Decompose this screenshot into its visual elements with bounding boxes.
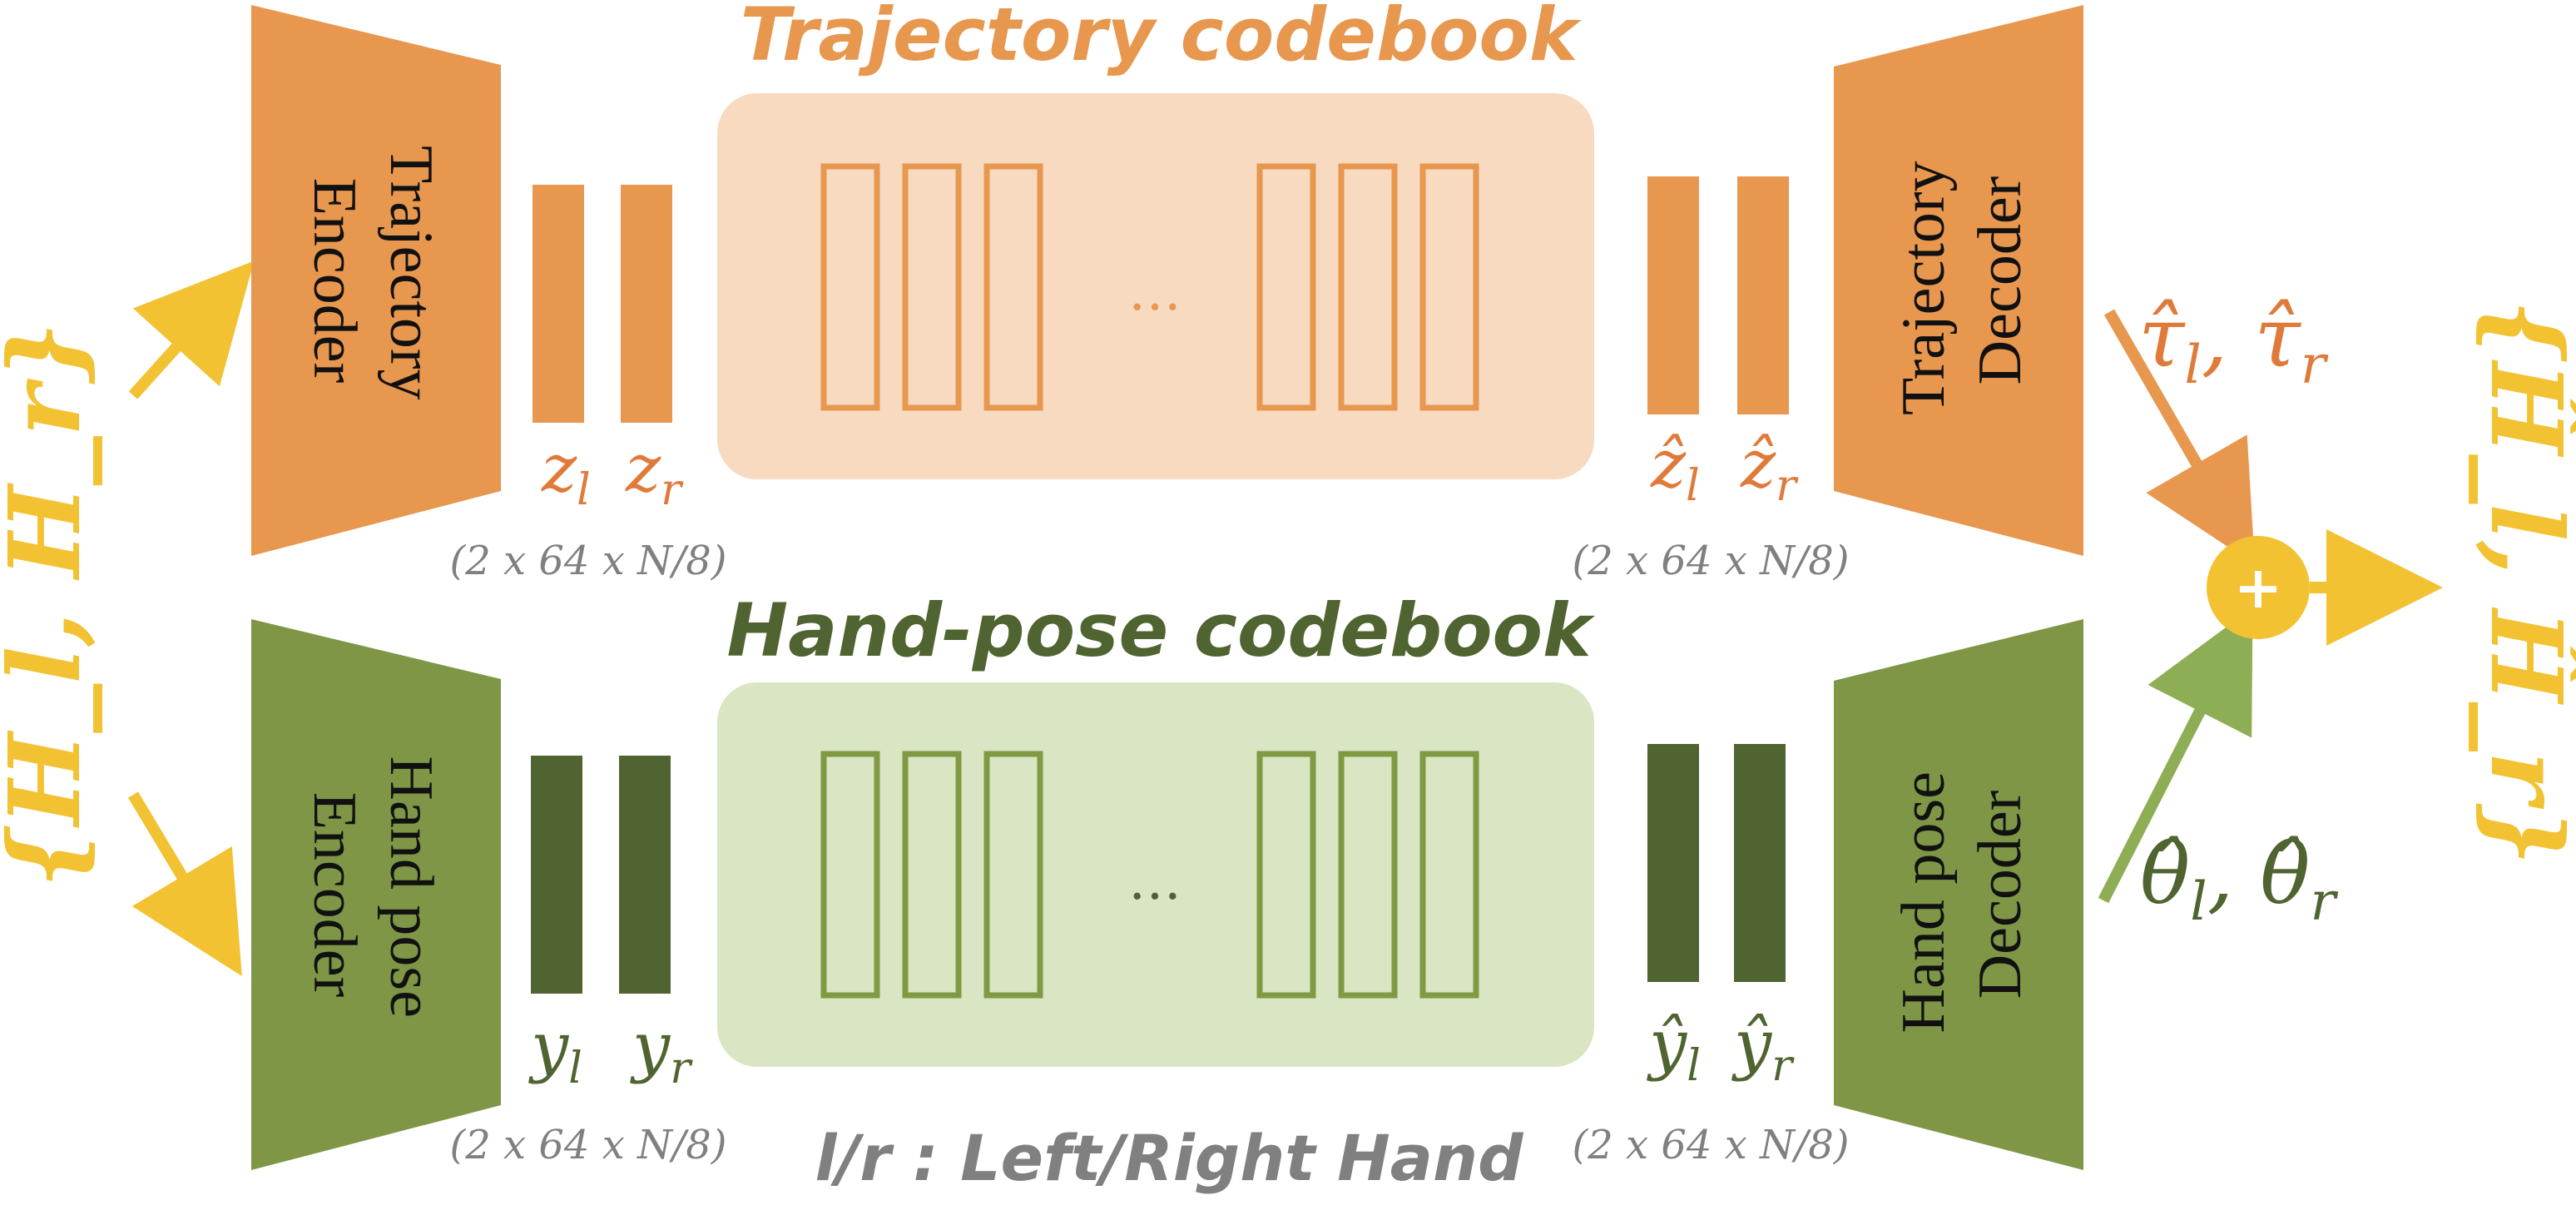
handpose-codebook	[717, 682, 1594, 1067]
input-arrow-trajectory	[128, 260, 255, 399]
handpose-latent-bar-left	[531, 756, 582, 994]
codebook-slot	[983, 163, 1043, 411]
handpose-codebook-ellipsis: …	[1128, 850, 1181, 912]
handpose-codebook-slots	[820, 751, 1479, 999]
handpose-dim-in: (2 x 64 x N/8)	[450, 1122, 727, 1168]
trajectory-output-label: τ̂l, τ̂r	[2138, 289, 2329, 396]
trajectory-dim-out: (2 x 64 x N/8)	[1573, 538, 1850, 584]
codebook-slot	[1419, 163, 1479, 411]
handpose-quantized-bar-right	[1734, 744, 1786, 982]
codebook-slot	[902, 163, 962, 411]
output-label: {Ĥ_l, Ĥ_r}	[2469, 299, 2576, 866]
trajectory-decoder-label: Trajectory Decoder	[1890, 146, 2034, 415]
trajectory-decoder	[1834, 5, 2083, 556]
trajectory-quantized-right-label: ẑr	[1740, 425, 1799, 511]
trajectory-quantized-bar-right	[1737, 176, 1789, 414]
trajectory-quantized-bar-left	[1647, 176, 1699, 414]
trajectory-quantized-left-label: ẑl	[1650, 425, 1700, 511]
handpose-encoder-label: Hand pose Encoder	[300, 756, 445, 1034]
sum-symbol: +	[2234, 553, 2283, 622]
codebook-slot	[902, 751, 962, 999]
handpose-quantized-left-label: ŷl	[1647, 1005, 1701, 1091]
codebook-slot	[1256, 751, 1316, 999]
sum-node	[2207, 536, 2310, 639]
handpose-quantized-bar-left	[1647, 744, 1699, 982]
trajectory-latent-left-label: zl	[541, 429, 591, 515]
trajectory-latent-bar-right	[621, 185, 672, 423]
trajectory-codebook-title: Trajectory codebook	[741, 0, 1582, 77]
trajectory-encoder-label: Trajectory Encoder	[300, 146, 445, 415]
handpose-latent-left-label: yl	[528, 1008, 582, 1093]
codebook-slot	[820, 163, 880, 411]
handpose-latent-bar-right	[619, 756, 671, 994]
trajectory-latent-right-label: zr	[625, 429, 684, 515]
trajectory-output-arrow	[2103, 309, 2255, 565]
trajectory-codebook-ellipsis: …	[1128, 261, 1181, 323]
handpose-codebook-title: Hand-pose codebook	[726, 588, 1595, 673]
codebook-slot	[983, 751, 1043, 999]
trajectory-encoder	[251, 5, 501, 556]
handpose-decoder	[1834, 619, 2083, 1170]
handpose-output-label: θ̂l, θ̂r	[2140, 826, 2338, 933]
codebook-slot	[1338, 163, 1398, 411]
trajectory-latent-bar-left	[533, 185, 584, 423]
codebook-slot	[1419, 751, 1479, 999]
legend-text: l/r : Left/Right Hand	[815, 1121, 1525, 1195]
codebook-slot	[1256, 163, 1316, 411]
handpose-latent-right-label: yr	[630, 1008, 693, 1093]
codebook-slot	[1338, 751, 1398, 999]
handpose-output-arrow	[2098, 607, 2253, 904]
input-arrow-handpose	[127, 791, 242, 977]
codebook-slot	[820, 751, 880, 999]
handpose-decoder-label: Hand pose Decoder	[1890, 756, 2034, 1034]
trajectory-dim-in: (2 x 64 x N/8)	[450, 538, 727, 584]
handpose-dim-out: (2 x 64 x N/8)	[1573, 1122, 1850, 1168]
trajectory-codebook	[717, 93, 1594, 479]
trajectory-codebook-slots	[820, 163, 1479, 411]
handpose-quantized-right-label: ŷr	[1731, 1005, 1795, 1091]
input-label: {H_l, H_r}	[0, 321, 102, 889]
handpose-encoder	[251, 619, 501, 1170]
